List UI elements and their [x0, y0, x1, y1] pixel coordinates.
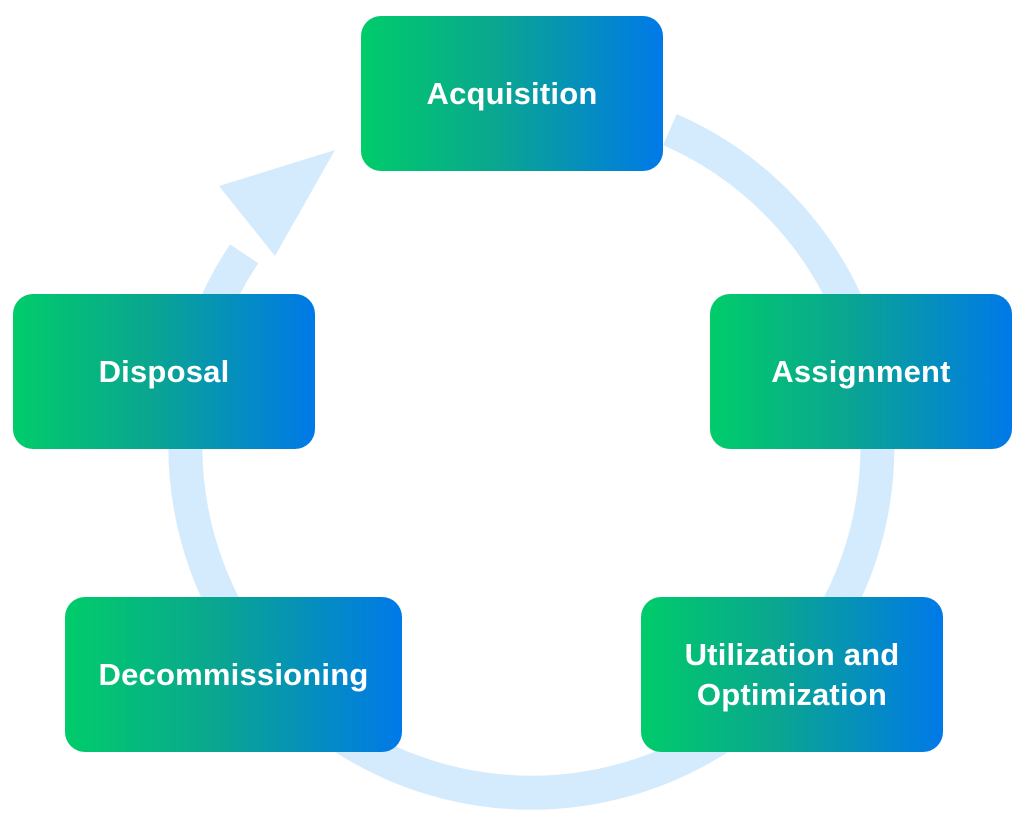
stage-utilization-label: Utilization and Optimization [684, 636, 900, 712]
stage-acquisition-label: Acquisition [426, 75, 598, 111]
stage-disposal: Disposal [13, 294, 315, 449]
stage-decommissioning: Decommissioning [65, 597, 402, 752]
stage-assignment: Assignment [710, 294, 1012, 449]
cycle-arrowhead-icon [219, 150, 335, 256]
stage-disposal-label: Disposal [98, 353, 230, 389]
stage-acquisition: Acquisition [361, 16, 663, 171]
stage-assignment-label: Assignment [771, 353, 951, 389]
stage-decommissioning-label: Decommissioning [98, 656, 369, 692]
stage-utilization-and-optimization: Utilization and Optimization [641, 597, 943, 752]
